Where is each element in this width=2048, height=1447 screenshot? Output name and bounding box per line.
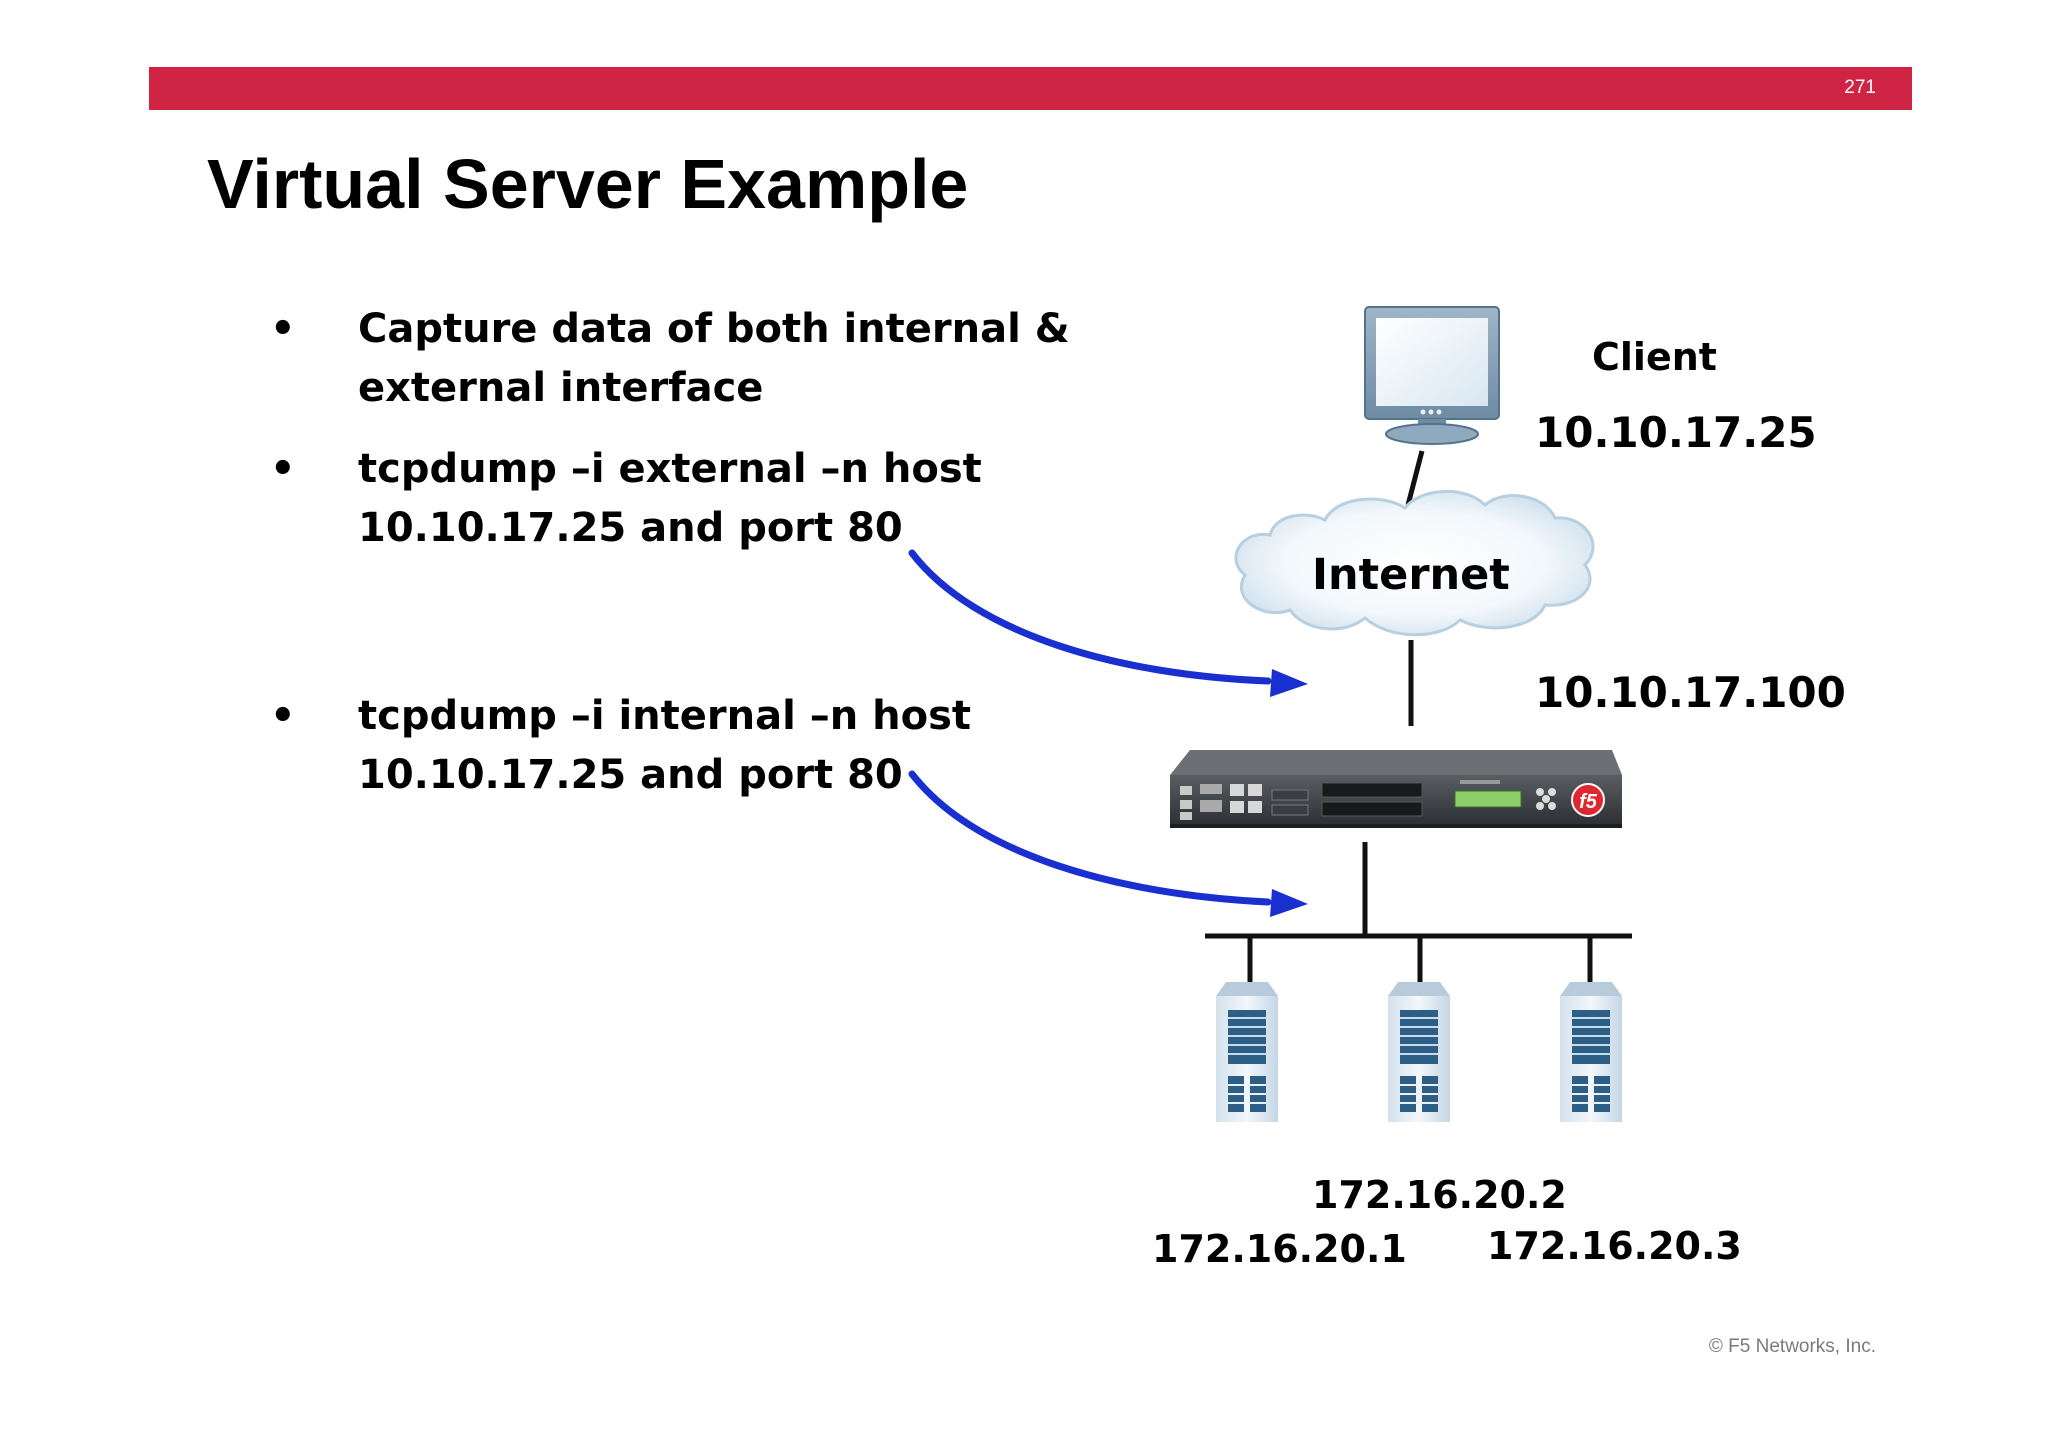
bullet-dot-icon: • bbox=[270, 306, 296, 352]
server-ip-label: 172.16.20.3 bbox=[1487, 1224, 1742, 1268]
client-label: Client bbox=[1592, 335, 1717, 379]
f5-logo-text: f5 bbox=[1579, 791, 1598, 813]
external-capture-arrow bbox=[908, 549, 1272, 685]
virtual-server-ip-label: 10.10.17.100 bbox=[1535, 668, 1846, 717]
f5-device-icon: f5 bbox=[1170, 750, 1622, 828]
bullet-text: Capture data of both internal & external… bbox=[358, 306, 1070, 411]
bullet-text: tcpdump –i internal –n host 10.10.17.25 … bbox=[358, 693, 972, 798]
arrow-head-icon bbox=[1270, 669, 1308, 697]
internet-cloud-icon bbox=[1234, 490, 1595, 637]
copyright-text: © F5 Networks, Inc. bbox=[1708, 1336, 1876, 1357]
page-number: 271 bbox=[1844, 77, 1876, 98]
header-bar: 271 bbox=[149, 67, 1912, 110]
server-ip-label: 172.16.20.2 bbox=[1312, 1173, 1567, 1217]
internet-label: Internet bbox=[1312, 550, 1510, 600]
server-icon bbox=[1388, 982, 1450, 1122]
monitor-icon bbox=[1364, 306, 1500, 445]
server-ip-label: 172.16.20.1 bbox=[1152, 1227, 1407, 1271]
server-icon bbox=[1560, 982, 1622, 1122]
client-link-line bbox=[1405, 450, 1425, 506]
client-ip-label: 10.10.17.25 bbox=[1535, 408, 1817, 457]
arrow-head-icon bbox=[1270, 889, 1308, 917]
slide-title: Virtual Server Example bbox=[207, 145, 969, 223]
bullet-dot-icon: • bbox=[270, 693, 296, 739]
bullet-text: tcpdump –i external –n host 10.10.17.25 … bbox=[358, 446, 982, 551]
bullet-dot-icon: • bbox=[270, 446, 296, 492]
server-icon bbox=[1216, 982, 1278, 1122]
internal-capture-arrow bbox=[908, 770, 1272, 906]
